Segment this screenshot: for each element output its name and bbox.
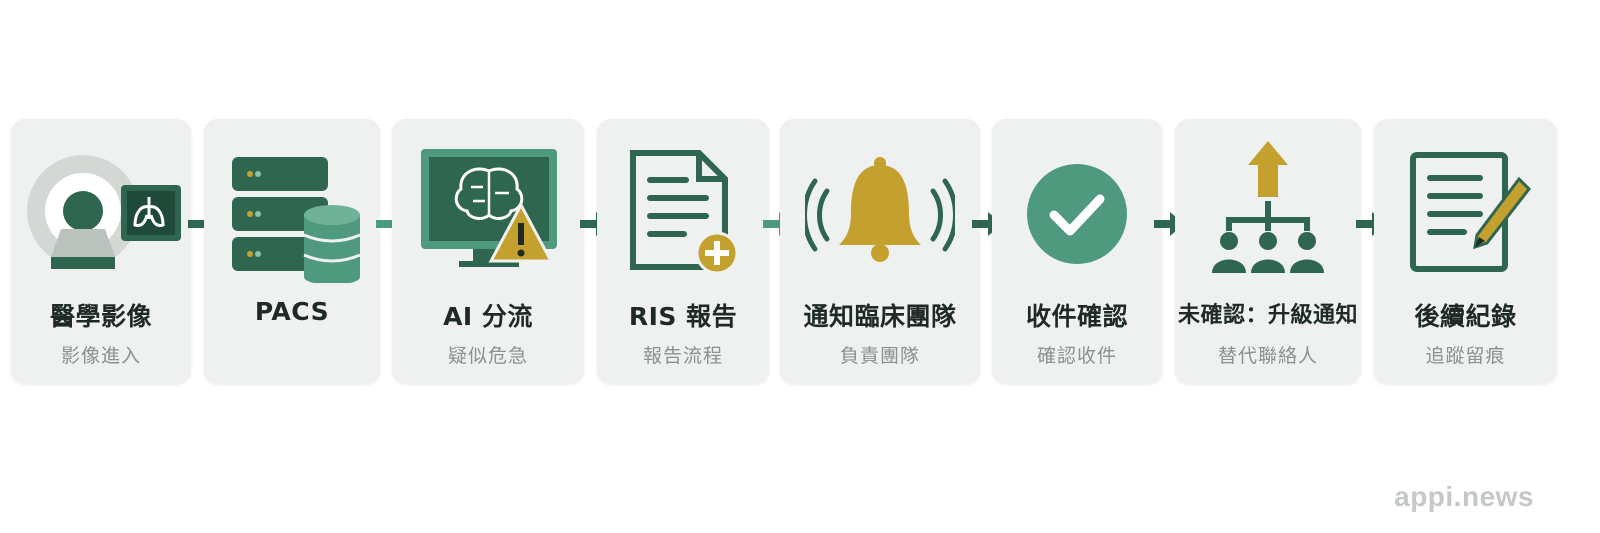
- step-title: PACS: [254, 297, 330, 326]
- watermark: appi.news: [1394, 481, 1534, 512]
- step-subtitle: 替代聯絡人: [1217, 345, 1318, 367]
- ct-scanner-icon: [27, 155, 181, 269]
- step-subtitle: 影像進入: [60, 345, 141, 367]
- notes-pencil-icon: [1409, 152, 1531, 272]
- step-subtitle: 負責團隊: [839, 345, 920, 367]
- step-title: 後續紀錄: [1414, 302, 1517, 331]
- step-title: 通知臨床團隊: [803, 302, 957, 331]
- step-subtitle: 追蹤留痕: [1425, 345, 1506, 367]
- step-card-escalation: 未確認：升級通知 替代聯絡人: [1175, 119, 1361, 384]
- step-title: 未確認：升級通知: [1177, 303, 1358, 328]
- step-card-notify-team: 通知臨床團隊 負責團隊: [780, 119, 980, 384]
- report-document-icon: [630, 150, 739, 275]
- step-card-ai-triage: AI 分流 疑似危急: [392, 119, 584, 384]
- step-card-receipt-confirm: 收件確認 確認收件: [992, 119, 1162, 384]
- step-subtitle: 報告流程: [642, 345, 723, 367]
- step-card-follow-up-record: 後續紀錄 追蹤留痕: [1374, 119, 1557, 384]
- bell-alert-icon: [805, 157, 955, 262]
- escalation-team-icon: [1212, 141, 1324, 273]
- server-database-icon: [232, 157, 361, 283]
- step-card-ris-report: RIS 報告 報告流程: [597, 119, 769, 384]
- check-circle-icon: [1027, 164, 1127, 264]
- step-card-pacs: PACS: [204, 119, 380, 384]
- ai-brain-monitor-icon: [421, 149, 557, 267]
- step-card-medical-imaging: 醫學影像 影像進入: [11, 119, 191, 384]
- step-subtitle: 確認收件: [1036, 345, 1117, 367]
- step-subtitle: 疑似危急: [447, 345, 528, 367]
- step-title: RIS 報告: [628, 302, 738, 331]
- step-title: 醫學影像: [49, 302, 152, 331]
- step-title: AI 分流: [443, 302, 533, 331]
- step-title: 收件確認: [1025, 302, 1128, 331]
